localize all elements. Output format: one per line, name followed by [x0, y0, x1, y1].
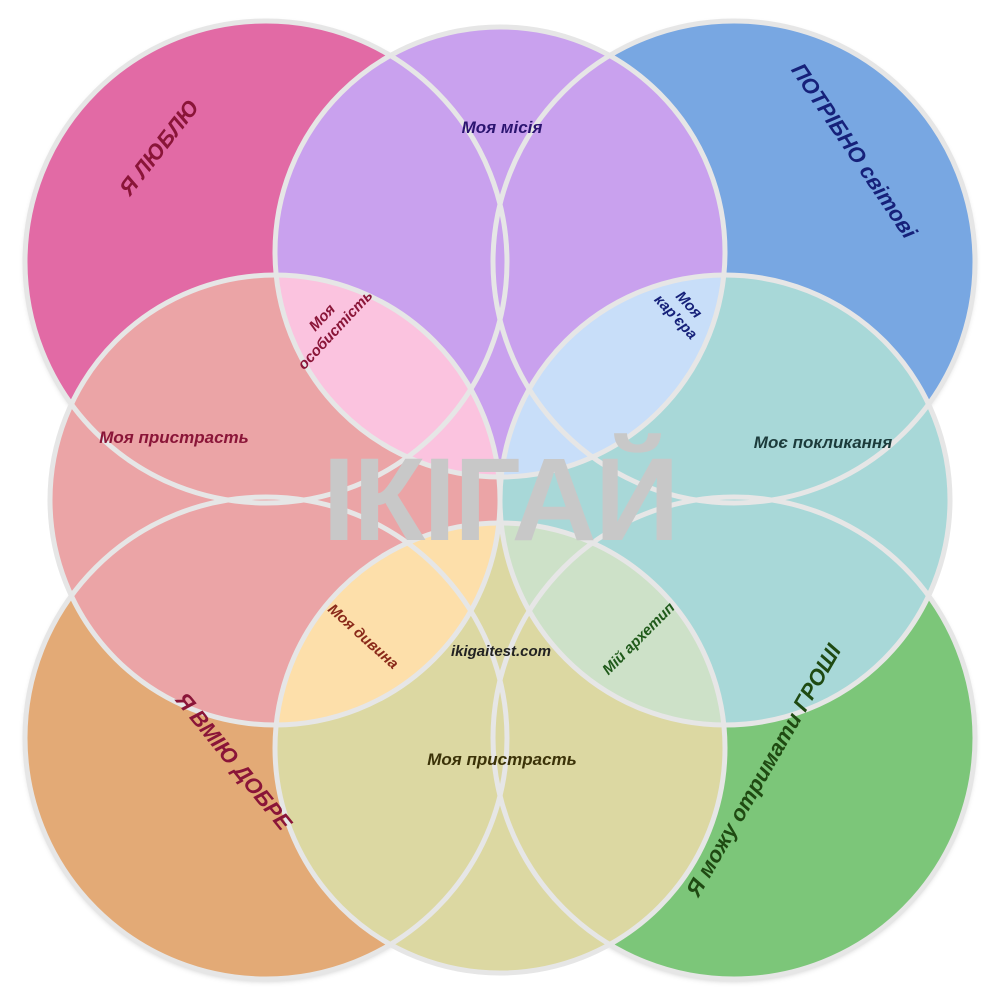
profession-label: Моя пристрасть [427, 750, 577, 769]
website-label: ikigaitest.com [451, 643, 551, 660]
zone-archetype [500, 523, 725, 725]
outline-paid-for [490, 494, 978, 982]
outline-profession [272, 520, 728, 976]
outline-good-at [22, 494, 510, 982]
zone-career [500, 275, 725, 477]
outline-world-needs [490, 18, 978, 506]
vocation-label: Моє покликання [754, 433, 892, 452]
zone-oddity [275, 523, 500, 725]
passion-label: Моя пристрасть [99, 428, 249, 447]
zone-personality [275, 275, 500, 477]
mission-label: Моя місія [462, 118, 543, 137]
outline-love [22, 18, 510, 506]
ikigai-title: ІКІГАЙ [322, 432, 677, 566]
